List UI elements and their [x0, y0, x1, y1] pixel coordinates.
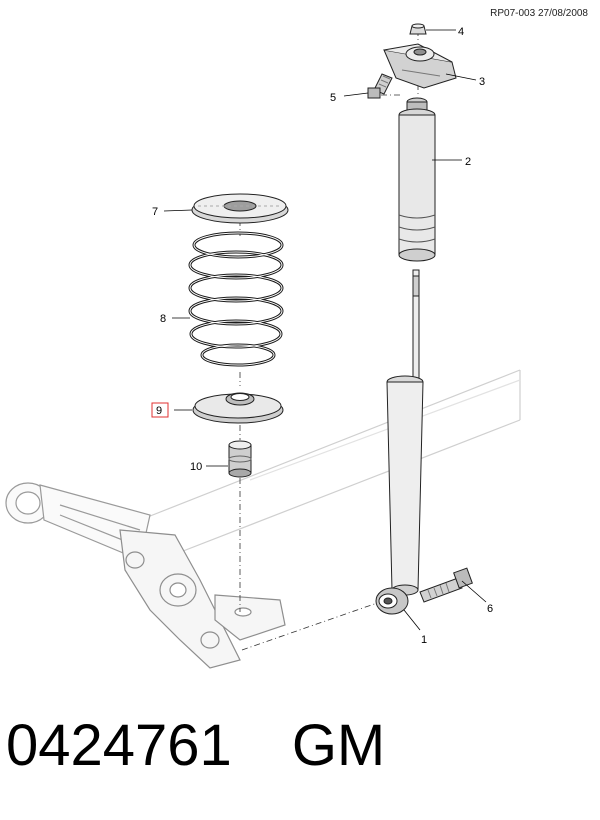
part-caption: 0424761 GM [6, 712, 385, 779]
callout-6: 6 [487, 603, 493, 615]
callout-1: 1 [421, 634, 427, 646]
callout-2: 2 [465, 156, 471, 168]
callout-5: 5 [330, 92, 336, 104]
reference-code: RP07-003 27/08/2008 [490, 8, 588, 19]
dust-boot [398, 97, 436, 262]
callout-8: 8 [160, 313, 166, 325]
callout-3: 3 [479, 76, 485, 88]
exploded-parts-diagram: 1 2 3 4 5 6 7 8 9 10 [5, 23, 521, 669]
wheel-knuckle [119, 529, 286, 669]
callout-9-highlight: 9 [151, 402, 169, 418]
part-number: 0424761 [6, 713, 232, 778]
coil-spring-inner [189, 232, 283, 366]
top-nut [409, 23, 427, 35]
shock-absorber [375, 269, 424, 615]
brand-name: GM [291, 713, 386, 778]
callout-10: 10 [190, 461, 202, 473]
lower-bolt [419, 567, 473, 603]
upper-spring-seat [191, 193, 289, 224]
mount-bolt [367, 73, 393, 99]
callout-4: 4 [458, 26, 464, 38]
bump-stop [228, 440, 252, 478]
lower-spring-insulator [192, 392, 284, 424]
upper-strut-mount [383, 43, 457, 89]
callout-9: 9 [156, 405, 162, 417]
callout-7: 7 [152, 206, 158, 218]
leader-lines [163, 29, 487, 631]
rear-axle-beam [139, 369, 521, 561]
